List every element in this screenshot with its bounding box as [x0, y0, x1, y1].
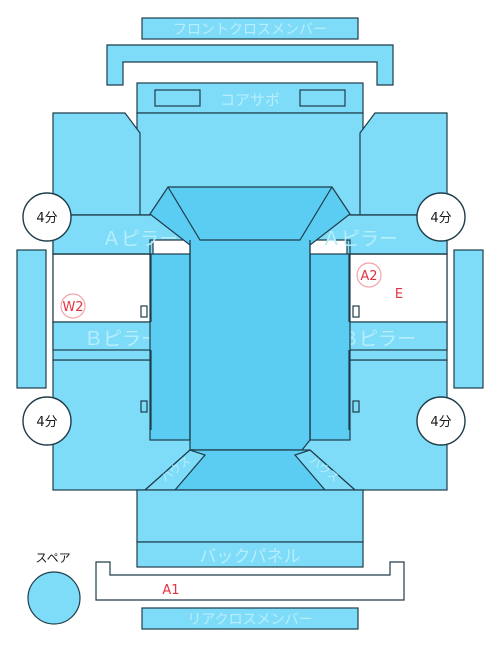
- rear-left-tire[interactable]: [22, 396, 72, 446]
- left-rear-marker: [140, 400, 148, 413]
- left-inner-side-member[interactable]: [149, 253, 191, 441]
- left-rocker-panel[interactable]: [16, 249, 47, 389]
- back-panel-lower[interactable]: [136, 541, 364, 568]
- front-cross-member-panel[interactable]: [141, 17, 359, 40]
- right-front-marker: [352, 305, 360, 318]
- back-panel[interactable]: [136, 489, 364, 543]
- front-right-tire-label: 4分: [430, 211, 451, 226]
- roof-outline: [167, 186, 333, 241]
- spare-tire[interactable]: [27, 571, 81, 625]
- damage-w2-label[interactable]: W2: [62, 300, 83, 315]
- right-rocker-panel[interactable]: [453, 249, 484, 389]
- right-rear-marker: [352, 400, 360, 413]
- damage-a2-label[interactable]: A2: [360, 269, 377, 284]
- front-door-edge-left: [53, 253, 152, 322]
- front-left-tire[interactable]: [22, 192, 72, 242]
- right-b-pillar-label: Ｂピラー: [340, 328, 416, 350]
- rear-bumper-reinforcement[interactable]: [95, 561, 405, 601]
- front-right-tire[interactable]: [416, 192, 466, 242]
- spare-label: スペア: [35, 551, 70, 565]
- rear-left-tire-label: 4分: [36, 415, 57, 430]
- front-bumper-reinforcement[interactable]: [106, 44, 394, 86]
- core-support-panel[interactable]: [136, 82, 364, 114]
- left-front-marker: [140, 305, 148, 318]
- left-front-fender[interactable]: [52, 112, 141, 216]
- left-a-pillar-label: Ａピラー: [102, 228, 178, 250]
- damage-a2-ring: [356, 262, 382, 288]
- core-support-label: コアサポ: [220, 91, 280, 109]
- right-front-door-opening[interactable]: [348, 253, 448, 323]
- headlight-slot-left: [154, 89, 201, 107]
- front-door-edge-right: [348, 253, 447, 322]
- rear-cross-member-label: リアクロスメンバー: [187, 612, 312, 628]
- rear-right-tire[interactable]: [416, 396, 466, 446]
- damage-a1-label[interactable]: A1: [162, 583, 179, 598]
- cabin-inner-outline: [189, 240, 311, 440]
- rear-right-tire-label: 4分: [430, 415, 451, 430]
- front-left-tire-label: 4分: [36, 211, 57, 226]
- back-panel-label: バックパネル: [199, 547, 300, 567]
- front-cross-member-label: フロントクロスメンバー: [173, 22, 327, 38]
- damage-e-label[interactable]: E: [395, 287, 403, 302]
- right-a-pillar-label: Ａピラー: [322, 228, 398, 250]
- damage-w2-ring: [60, 293, 86, 319]
- rear-cross-member-panel[interactable]: [141, 607, 359, 630]
- left-b-pillar-label: Ｂピラー: [84, 328, 160, 350]
- headlight-slot-right: [299, 89, 346, 107]
- right-inner-side-member[interactable]: [309, 253, 351, 441]
